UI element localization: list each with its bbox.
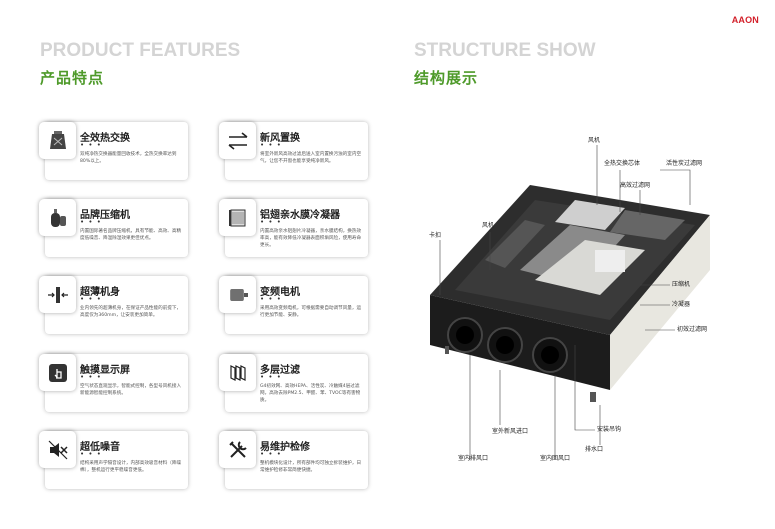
feature-desc: 业内领先的超薄机身，在保证产品性能的前提下，高度仅为360mm，让安装更加简单。 bbox=[80, 306, 182, 318]
label-primary-filter: 初效过滤网 bbox=[677, 326, 708, 333]
structure-title-en: STRUCTURE SHOW bbox=[414, 40, 596, 61]
feature-desc: 双纯净热交换器能量回收技术，全热交换率达到80%以上。 bbox=[80, 152, 177, 164]
feature-title: 超低噪音 bbox=[80, 442, 120, 453]
feature-title: 易维护检修 bbox=[260, 442, 310, 453]
feature-desc: 内置高效亲水铝翅片冷凝器，亲水膜结构，换热效率高，能有效降低冷凝器表面积垢风险，… bbox=[260, 229, 362, 248]
feature-desc: 采用高效变频电机，可根据需要自动调节风量，运行更加节能、安静。 bbox=[260, 306, 362, 318]
feature-dots: • • • bbox=[80, 141, 102, 149]
feature-desc: 将室外新风高效过滤后送入室内置换污浊的室内空气，让您不开窗也能享受纯净新风。 bbox=[260, 152, 362, 164]
label-fan-left: 风机 bbox=[482, 222, 495, 229]
feature-title: 全效热交换 bbox=[80, 133, 130, 144]
label-fan-top: 风机 bbox=[588, 137, 601, 144]
label-exhaust-outlet: 室内排风口 bbox=[458, 455, 489, 462]
feature-card: 全效热交换 • • • 双纯净热交换器能量回收技术，全热交换率达到80%以上。 bbox=[45, 122, 188, 180]
label-mounting-hook: 安装吊钩 bbox=[597, 426, 622, 433]
compressor-icon bbox=[39, 199, 76, 236]
exchange-arrows-icon bbox=[219, 122, 256, 159]
feature-dots: • • • bbox=[80, 295, 102, 303]
feature-title: 新风置换 bbox=[260, 133, 300, 144]
feature-title: 多层过滤 bbox=[260, 365, 300, 376]
feature-title: 铝翅亲水膜冷凝器 bbox=[260, 210, 340, 221]
mute-icon bbox=[39, 431, 76, 468]
heat-exchange-icon bbox=[39, 122, 76, 159]
feature-title: 品牌压缩机 bbox=[80, 210, 130, 221]
features-title-en: PRODUCT FEATURES bbox=[40, 40, 241, 61]
feature-desc: 结构采用声学隔音设计，内部高效吸音材料（降噪棉），整机运行更平稳噪音更低。 bbox=[80, 461, 182, 473]
product-structure-image bbox=[430, 185, 710, 402]
touch-icon bbox=[39, 354, 76, 391]
feature-dots: • • • bbox=[80, 218, 102, 226]
structure-title-zh: 结构展示 bbox=[414, 69, 479, 87]
feature-dots: • • • bbox=[260, 450, 282, 458]
filter-icon bbox=[219, 354, 256, 391]
label-heat-core: 全热交换芯体 bbox=[604, 160, 641, 167]
label-condenser: 冷凝器 bbox=[672, 301, 691, 308]
condenser-icon bbox=[219, 199, 256, 236]
feature-desc: 内置国际著名品牌压缩机，具有节能、高效、高精度低噪音、降温除湿效果更佳优点。 bbox=[80, 229, 182, 241]
feature-desc: G4初效网、高效HEPA、活性炭、冷触媒4层过滤网，高效去除PM2.5、甲醛、苯… bbox=[260, 384, 361, 403]
feature-dots: • • • bbox=[80, 450, 102, 458]
feature-dots: • • • bbox=[260, 218, 282, 226]
label-clip: 卡扣 bbox=[429, 232, 442, 239]
feature-dots: • • • bbox=[260, 373, 282, 381]
motor-icon bbox=[219, 276, 256, 313]
feature-dots: • • • bbox=[260, 295, 282, 303]
label-hepa-filter: 高效过滤网 bbox=[620, 182, 651, 189]
label-carbon-filter: 活性炭过滤网 bbox=[666, 160, 703, 167]
brand-logo: AAON bbox=[731, 15, 759, 25]
feature-title: 触摸显示屏 bbox=[80, 365, 130, 376]
slim-body-icon bbox=[39, 276, 76, 313]
feature-desc: 空气状态直观显示，智能式控制，各型号风机接入新能源智能控制系统。 bbox=[80, 384, 182, 396]
feature-title: 超薄机身 bbox=[80, 287, 120, 298]
tools-icon bbox=[219, 431, 256, 468]
feature-dots: • • • bbox=[80, 373, 102, 381]
feature-dots: • • • bbox=[260, 141, 282, 149]
feature-desc: 整机模块化设计，所有部件均可独立拆装维护，日常维护检修非常简便快捷。 bbox=[260, 461, 362, 473]
features-title-zh: 产品特点 bbox=[40, 69, 105, 87]
label-drain: 排水口 bbox=[585, 446, 604, 453]
label-return-air-inlet: 室内回风口 bbox=[540, 455, 571, 462]
feature-title: 变频电机 bbox=[260, 287, 300, 298]
label-fresh-air-inlet: 室外新风进口 bbox=[492, 428, 529, 435]
label-compressor: 压缩机 bbox=[672, 281, 691, 288]
